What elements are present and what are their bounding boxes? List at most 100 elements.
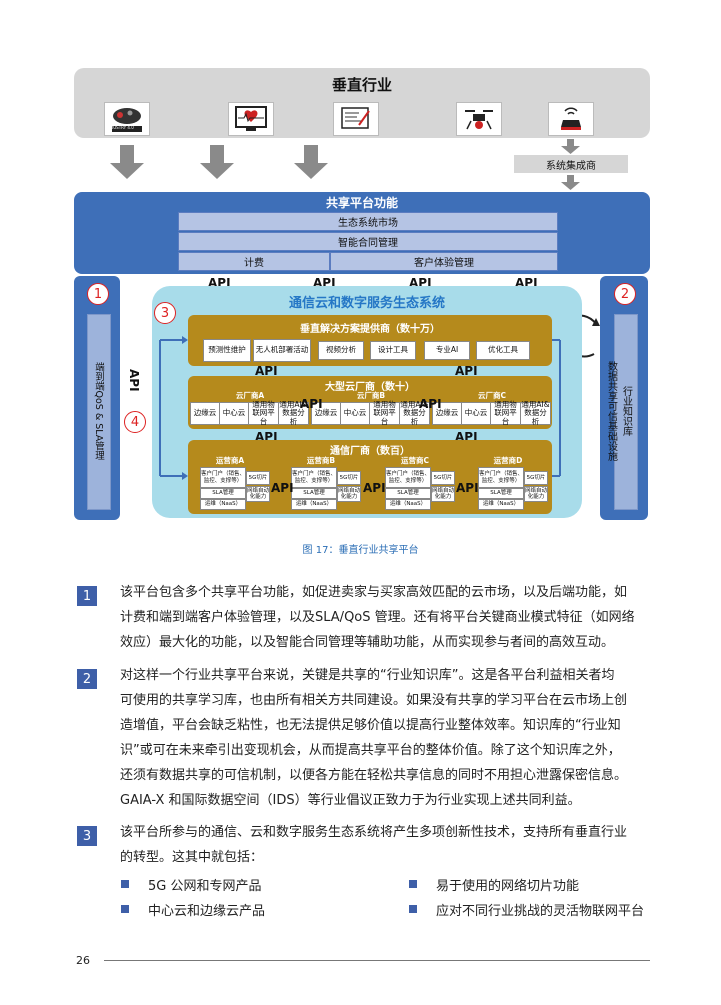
customer-portal-box: 客户门户（销售、监控、支撑等）: [200, 467, 246, 488]
industry-icon-label: INDUSTRY 4.0: [106, 125, 134, 130]
health-monitor-icon: [228, 102, 274, 136]
operator-name: 运营商D: [493, 456, 523, 465]
vertical-industries-title: 垂直行业: [331, 76, 392, 94]
paragraph-line: 效应）最大化的功能，以及智能合同管理等辅助功能，从而实现参与者间的高效互动。: [120, 635, 615, 650]
paragraph-number: 2: [77, 669, 97, 689]
connected-car-icon: [548, 102, 594, 136]
api-label: API: [363, 481, 386, 495]
paragraph-3: 该平台所参与的通信、云和数字服务生态系统将产生多项创新性技术，支持所有垂直行业 …: [120, 820, 660, 870]
system-integrator-box: 系统集成商: [514, 155, 628, 173]
paragraph-line: 该平台包含多个共享平台功能，如促进卖家与买家高效匹配的云市场，以及后端功能，如: [120, 585, 628, 600]
network-automation-box: 网络自动化能力: [524, 486, 548, 502]
industry-knowledge-label: 行业知识库: [620, 386, 632, 436]
figure-caption: 图 17：垂直行业共享平台: [302, 545, 419, 556]
bullet-item: 5G 公网和专网产品: [148, 879, 262, 894]
bullet-square-icon: [409, 880, 417, 888]
customer-experience-row: 客户体验管理: [330, 252, 558, 271]
sla-box: SLA管理: [385, 488, 431, 499]
operator-name: 运营商B: [306, 456, 336, 465]
blueprint-icon: [333, 102, 379, 136]
circle-number-1: 1: [87, 283, 109, 305]
paragraph-line: 对这样一个行业共享平台来说，关键是共享的“行业知识库”。这是各平台利益相关者均: [120, 668, 615, 683]
solution-item: 设计工具: [370, 341, 416, 360]
paragraph-line: 计费和端到端客户体验管理，以及SLA/QoS 管理。还有将平台关键商业模式特征（…: [120, 610, 635, 625]
5g-slicing-box: 5G切片: [431, 471, 455, 485]
cloud-vendor-name: 云厂商B: [356, 391, 386, 400]
paragraph-line: 该平台所参与的通信、云和数字服务生态系统将产生多项创新性技术，支持所有垂直行业: [120, 825, 628, 840]
down-arrow-icon: [294, 145, 328, 179]
api-label-vertical: API: [127, 368, 141, 392]
down-arrow-icon: [110, 145, 144, 179]
drone-icon: [456, 102, 502, 136]
cloud-item: 边缘云: [190, 402, 220, 425]
paragraph-line: 还须有数据共享的可信机制，以便各方能在轻松共享信息的同时不用担心泄露保密信息。: [120, 768, 628, 783]
cloud-providers-title: 大型云厂商（数十）: [325, 382, 415, 393]
cloud-item: 通用AI&数据分析: [278, 399, 309, 426]
cloud-item: 通用物联网平台: [490, 400, 521, 426]
paragraph-line: GAIA-X 和国际数据空间（IDS）等行业倡议正致力于为行业实现上述共同利益。: [120, 793, 581, 808]
network-automation-box: 网络自动化能力: [431, 486, 455, 502]
shared-platform-title: 共享平台功能: [325, 196, 398, 210]
cloud-item: 中心云: [340, 402, 370, 425]
naas-box: 运维（NaaS）: [478, 499, 524, 510]
footer-divider: [104, 960, 650, 961]
vertical-solutions-title: 垂直解决方案提供商（数十万）: [300, 324, 440, 335]
cloud-item: 通用物联网平台: [369, 400, 400, 426]
page-number: 26: [76, 954, 90, 967]
5g-slicing-box: 5G切片: [337, 471, 361, 485]
connector-lines: [552, 339, 561, 477]
paragraph-number: 3: [77, 826, 97, 846]
solution-item: 专业AI: [424, 341, 470, 360]
cloud-item: 通用物联网平台: [248, 400, 279, 426]
naas-box: 运维（NaaS）: [200, 499, 246, 510]
circle-number-2: 2: [614, 283, 636, 305]
down-arrow-icon: [561, 175, 580, 190]
solution-item: 优化工具: [476, 341, 530, 360]
right-knowledge-inner: [614, 314, 638, 510]
customer-portal-box: 客户门户（销售、监控、支撑等）: [478, 467, 524, 488]
paragraph-line: 可使用的共享学习库，也由所有相关方共同建设。如果没有共享的学习平台在云市场上创: [120, 693, 628, 708]
sla-box: SLA管理: [200, 488, 246, 499]
operator-name: 运营商A: [215, 456, 245, 465]
api-label: API: [255, 364, 278, 378]
naas-box: 运维（NaaS）: [385, 499, 431, 510]
paragraph-line: 识”或可在未来牵引出变现机会，从而提高共享平台的整体价值。除了这个知识库之外，: [120, 743, 621, 758]
network-automation-box: 网络自动化能力: [246, 486, 270, 502]
customer-portal-box: 客户门户（销售、监控、支撑等）: [291, 467, 337, 488]
paragraph-line: 的转型。这其中就包括：: [120, 850, 264, 865]
bullet-item: 应对不同行业挑战的灵活物联网平台: [436, 904, 645, 919]
down-arrow-icon: [200, 145, 234, 179]
circle-number-4: 4: [124, 411, 146, 433]
cloud-item: 通用AI&数据分析: [399, 399, 430, 426]
5g-slicing-box: 5G切片: [246, 471, 270, 485]
paragraph-1: 该平台包含多个共享平台功能，如促进卖家与买家高效匹配的云市场，以及后端功能，如 …: [120, 580, 660, 655]
bullet-item: 中心云和边缘云产品: [148, 904, 266, 919]
industry-4-0-icon: [104, 102, 150, 136]
qos-sla-label: 端到端QoS & SLA管理: [93, 361, 104, 461]
api-label: API: [419, 397, 442, 411]
naas-box: 运维（NaaS）: [291, 499, 337, 510]
api-label: API: [455, 364, 478, 378]
ecosystem-market-row: 生态系统市场: [178, 212, 558, 231]
circle-number-3: 3: [154, 302, 176, 324]
paragraph-2: 对这样一个行业共享平台来说，关键是共享的“行业知识库”。这是各平台利益相关者均 …: [120, 663, 660, 813]
solution-item: 视频分析: [318, 341, 364, 360]
smart-contract-row: 智能合同管理: [178, 232, 558, 251]
billing-row: 计费: [178, 252, 330, 271]
data-sharing-trust-label: 数据共享可信基础设施: [605, 361, 617, 461]
cloud-vendor-name: 云厂商C: [477, 391, 506, 400]
api-label: API: [456, 481, 479, 495]
bullet-square-icon: [409, 905, 417, 913]
left-sla-inner: [87, 314, 111, 510]
cloud-item: 通用AI&数据分析: [520, 399, 551, 426]
customer-portal-box: 客户门户（销售、监控、支撑等）: [385, 467, 431, 488]
cloud-vendor-name: 云厂商A: [235, 391, 265, 400]
ecosystem-title: 通信云和数字服务生态系统: [288, 296, 445, 311]
5g-slicing-box: 5G切片: [524, 471, 548, 485]
solution-item: 预测性维护: [203, 339, 251, 362]
cloud-item: 中心云: [219, 402, 249, 425]
sla-box: SLA管理: [478, 488, 524, 499]
telecom-title: 通信厂商（数百）: [330, 446, 410, 457]
paragraph-number: 1: [77, 586, 97, 606]
bullet-square-icon: [121, 905, 129, 913]
